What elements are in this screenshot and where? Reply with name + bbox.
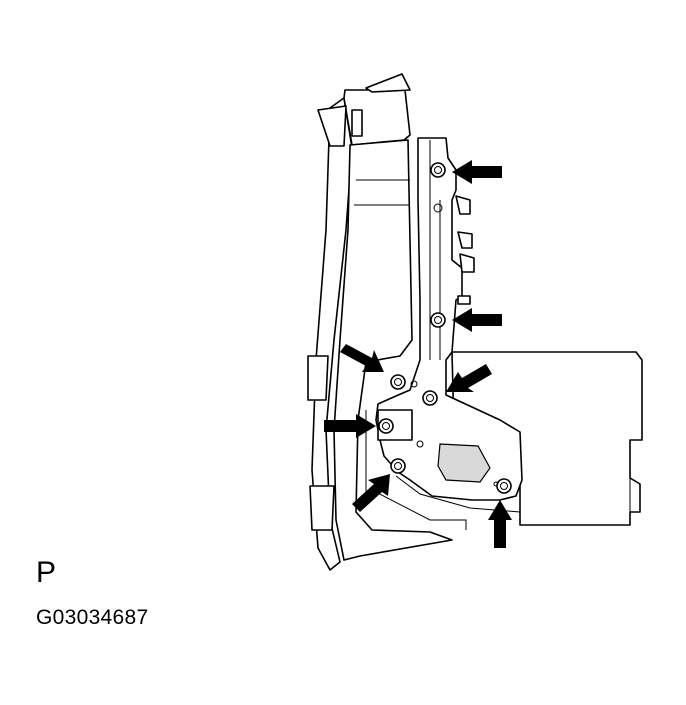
bolt-1 [430, 162, 446, 178]
arrow-bolt-3 [340, 344, 384, 372]
mounting-bracket [371, 137, 523, 530]
arrow-bolt-6 [352, 474, 390, 512]
arrow-bolt-4 [446, 364, 492, 392]
outer-trim-panel [307, 73, 411, 571]
arrow-bolt-2 [452, 308, 502, 332]
arrow-bolt-1 [452, 160, 502, 184]
bolt-2 [430, 312, 446, 328]
bolt-7 [496, 478, 512, 494]
bolt-6 [390, 458, 406, 474]
view-label: P [36, 556, 57, 589]
arrow-bolt-5 [324, 414, 376, 438]
fasteners [378, 162, 512, 494]
arrow-bolt-7 [488, 500, 512, 548]
indicator-arrows [324, 160, 512, 548]
bolt-3 [390, 374, 406, 390]
bolt-4 [422, 390, 438, 406]
figure-code: G03034687 [36, 606, 149, 629]
bolt-5 [378, 418, 394, 434]
